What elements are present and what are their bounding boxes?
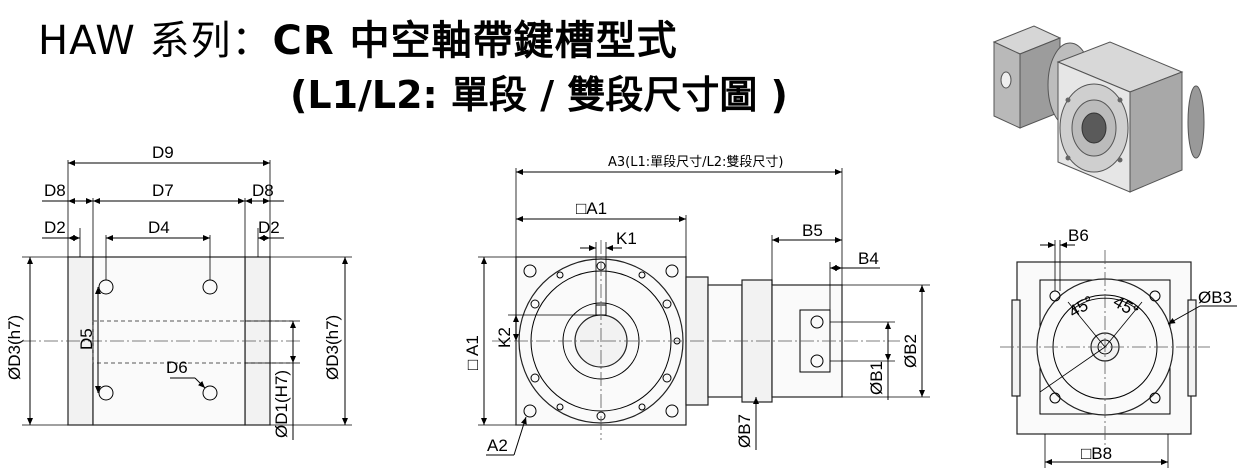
label-d1: ØD1(H7) xyxy=(272,370,291,438)
label-a2: A2 xyxy=(487,436,508,455)
label-b1: ØB1 xyxy=(867,361,886,395)
label-b7: ØB7 xyxy=(735,414,754,448)
label-d3-left: ØD3(h7) xyxy=(5,315,24,380)
page-subtitle: (L1/L2: 單段 / 雙段尺寸圖 ) xyxy=(290,73,788,117)
label-k1: K1 xyxy=(616,229,637,248)
label-d9: D9 xyxy=(152,143,174,162)
label-b6: B6 xyxy=(1068,226,1089,245)
bolt-hole xyxy=(202,385,218,401)
title-series: HAW 系列： xyxy=(38,18,273,64)
label-d5: D5 xyxy=(77,328,96,350)
label-d2-left: D2 xyxy=(44,218,66,237)
label-d3-right: ØD3(h7) xyxy=(323,315,342,380)
side-view: D9 D7 D8 D8 D2 D2 D4 ØD3(h7) ØD3(h7) xyxy=(5,143,352,440)
label-d4: D4 xyxy=(148,218,170,237)
label-d2-right: D2 xyxy=(258,218,280,237)
page-title: HAW 系列：CR 中空軸帶鍵槽型式 xyxy=(38,8,678,66)
bolt-hole xyxy=(98,385,114,401)
label-k2: K2 xyxy=(495,327,514,348)
label-b4: B4 xyxy=(858,249,879,268)
label-d7: D7 xyxy=(152,181,174,200)
label-b5: B5 xyxy=(802,221,823,240)
label-d8-right: D8 xyxy=(252,181,274,200)
label-b2: ØB2 xyxy=(901,334,920,368)
label-a1-top: □A1 xyxy=(576,199,607,218)
label-a3: A3(L1:單段尺寸/L2:雙段尺寸) xyxy=(608,155,783,170)
title-main: CR 中空軸帶鍵槽型式 xyxy=(272,18,678,64)
product-illustration xyxy=(992,25,1205,193)
label-b8: □B8 xyxy=(1081,444,1112,463)
end-view: 45° 45° B6 ØB3 □B8 xyxy=(1000,226,1237,468)
label-d8-left: D8 xyxy=(44,181,66,200)
label-d6: D6 xyxy=(166,358,188,377)
label-b3: ØB3 xyxy=(1198,288,1232,307)
label-a1-side: □ A1 xyxy=(463,335,482,370)
front-view: A3(L1:單段尺寸/L2:雙段尺寸) □A1 K1 □ A1 K2 A2 B5… xyxy=(463,155,930,456)
